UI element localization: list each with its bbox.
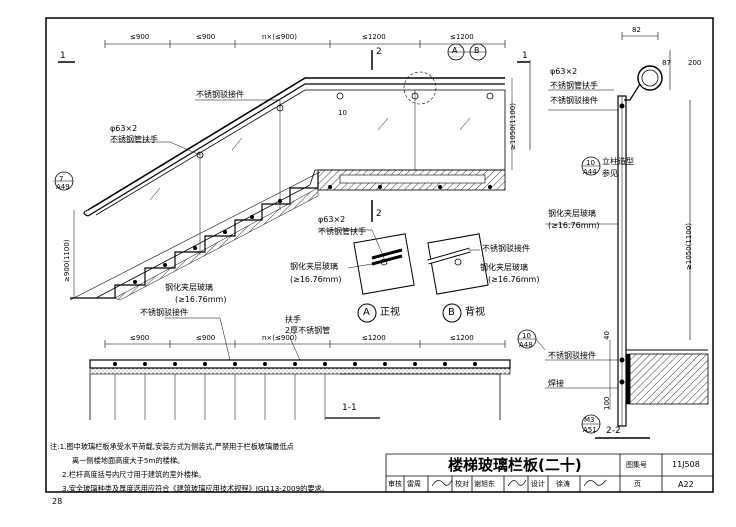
note-2: 2.栏杆高度括号内尺寸用于建筑的室外楼梯。 [62, 470, 206, 479]
s22-ref-m3-num: M3 [584, 416, 595, 424]
note-1: 注:1.图中玻璃栏板承受水平荷载,安装方式为侧装式,严禁用于栏板玻璃最低点 [50, 442, 294, 451]
designer-name: 徐涛 [556, 480, 570, 488]
s22-ref-m3-sheet: A51 [583, 426, 597, 434]
s22-post-label-2: 参见 [602, 169, 618, 178]
s22-glass-1: 钢化夹层玻璃 [548, 209, 596, 218]
s22-pipe-1: φ63×2 [550, 67, 578, 76]
detail-glass-right-1: 钢化夹层玻璃 [480, 263, 528, 272]
s11-dim-4: ≤1200 [362, 334, 386, 342]
s22-weld: 焊接 [548, 379, 564, 388]
sheet-border [45, 17, 714, 493]
s22-dim-40: 40 [603, 331, 611, 340]
s11-handrail-2: 2厚不锈钢管 [285, 326, 331, 335]
s22-title: 2-2 [606, 426, 621, 436]
s11-dim-5: ≤1200 [450, 334, 474, 342]
front-view-letter: A [363, 307, 370, 318]
elev-dim-10: 10 [338, 109, 347, 117]
reviewer-name: 雷周 [407, 480, 421, 488]
designer-signature [583, 479, 607, 487]
section-1-1 [89, 317, 511, 420]
detail-pipe-2: 不锈钢管扶手 [318, 227, 366, 236]
s22-post-ref-sheet: A44 [583, 168, 597, 176]
s22-ref-a48-sheet: A48 [519, 341, 533, 349]
s11-connector: 不锈钢驳接件 [140, 308, 188, 317]
design-label: 设计 [531, 480, 545, 488]
dim-top-5: ≤1200 [450, 33, 474, 41]
s22-connector-2: 不锈钢驳接件 [548, 351, 596, 360]
checker-signature [507, 479, 527, 487]
back-view-letter: B [448, 307, 455, 318]
detail-pipe-1: φ63×2 [318, 215, 346, 224]
elev-glass-label-1: 钢化夹层玻璃 [165, 283, 213, 292]
detail-ref-7-sheet: A49 [56, 183, 70, 191]
atlas-number: 11J508 [672, 460, 700, 469]
checker-name: 谢旭东 [474, 480, 495, 488]
s11-handrail-1: 扶手 [285, 315, 301, 324]
page-number: A22 [678, 480, 694, 489]
elev-dim-height-right: ≥1050(1100) [509, 103, 517, 150]
reviewer-signature [431, 479, 453, 487]
elev-connector-label: 不锈钢驳接件 [196, 90, 244, 99]
cut-mark-top: 2 [376, 47, 382, 57]
s22-dim-82: 82 [632, 26, 641, 34]
detail-ref-7-num: 7 [59, 175, 64, 183]
section-mark-left: 1 [60, 51, 66, 61]
detail-glass-right-2: (≥16.76mm) [488, 275, 540, 284]
section-mark-right: 1 [522, 51, 528, 61]
review-label: 审核 [388, 480, 402, 488]
note-3: 3.安全玻璃种类及厚度选用应符合《建筑玻璃应用技术规程》JGJ113-2009的… [62, 484, 329, 493]
s22-glass-2: (≥16.76mm) [548, 221, 600, 230]
elev-pipe-label-1: φ63×2 [110, 124, 138, 133]
outer-page-number: 28 [52, 497, 63, 506]
sheet-title: 楼梯玻璃栏板(二十) [448, 456, 582, 474]
detail-glass-1: 钢化夹层玻璃 [290, 262, 338, 271]
dim-top-2: ≤900 [196, 33, 216, 41]
title-block [385, 453, 713, 492]
atlas-label: 图集号 [626, 461, 647, 469]
callout-a-letter: A [452, 46, 458, 55]
back-view-label: 背视 [465, 307, 485, 318]
dim-top-4: ≤1200 [362, 33, 386, 41]
dim-top-1: ≤900 [130, 33, 150, 41]
check-label: 校对 [455, 480, 469, 488]
callout-b-letter: B [474, 46, 480, 55]
s22-dim-200: 200 [688, 59, 702, 67]
s22-dim-87: 87 [662, 59, 671, 67]
s22-ref-a48-num: 10 [522, 332, 531, 340]
s22-pipe-2: 不锈钢管扶手 [550, 81, 598, 90]
cut-mark-bottom: 2 [376, 209, 382, 219]
s22-post-ref-num: 10 [586, 159, 595, 167]
general-notes: 注:1.图中玻璃栏板承受水平荷载,安装方式为侧装式,严禁用于栏板玻璃最低点 离一… [50, 440, 386, 496]
elev-glass-label-2: (≥16.76mm) [175, 295, 227, 304]
s11-title: 1-1 [342, 403, 357, 413]
s22-dim-height: ≥1050(1100) [685, 223, 693, 270]
detail-glass-2: (≥16.76mm) [290, 275, 342, 284]
s22-post-label-1: 立柱造型 [602, 157, 634, 166]
front-view-label: 正视 [380, 307, 400, 318]
note-1-cont: 离一侧楼地面高度大于5m的楼梯。 [72, 456, 185, 465]
detail-front-back [318, 229, 489, 323]
stair-elevation [54, 40, 530, 301]
s22-dim-100: 100 [603, 396, 611, 410]
elev-pipe-label-2: 不锈钢管扶手 [110, 135, 158, 144]
s11-dim-3: n×(≤900) [262, 334, 297, 342]
s22-connector: 不锈钢驳接件 [550, 96, 598, 105]
dim-top-3: n×(≤900) [262, 33, 297, 41]
s11-dim-2: ≤900 [196, 334, 216, 342]
detail-connector: 不锈钢驳接件 [482, 244, 530, 253]
elev-dim-height: ≥900(1100) [63, 239, 71, 282]
s11-dim-1: ≤900 [130, 334, 150, 342]
section-2-2 [517, 32, 709, 439]
page-label: 页 [634, 480, 641, 488]
